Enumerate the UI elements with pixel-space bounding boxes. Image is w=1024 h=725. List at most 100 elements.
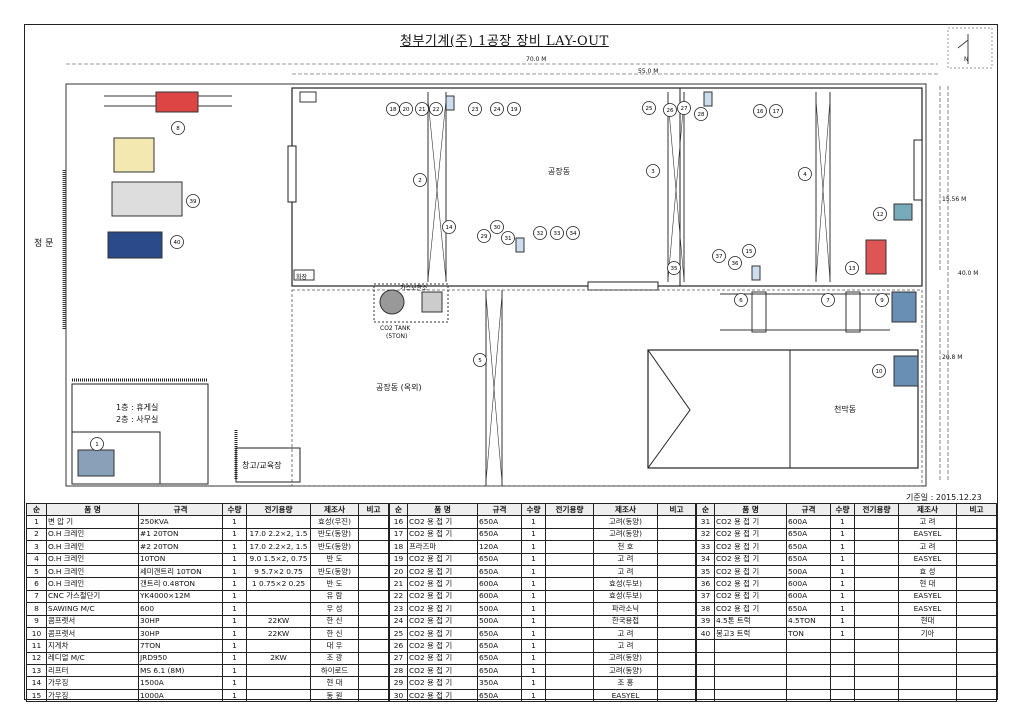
table-cell: 1: [222, 651, 247, 666]
svg-text:30: 30: [494, 225, 501, 231]
dim-total-label: 70.0 M: [526, 56, 547, 63]
table-cell: [854, 577, 899, 591]
table-cell: [358, 577, 389, 591]
table-cell: 1: [222, 664, 247, 678]
svg-text:21: 21: [419, 107, 426, 113]
table-cell: [358, 540, 389, 554]
table-cell: 1: [26, 515, 47, 529]
table-cell: 현대: [898, 614, 957, 628]
table-cell: [246, 676, 311, 690]
table-cell: 반도(동양): [310, 540, 359, 554]
table-cell: 650A: [477, 527, 522, 542]
table-cell: 1: [521, 577, 546, 591]
table-cell: 29: [389, 676, 408, 690]
equipment-marker: 23: [468, 102, 482, 116]
table-cell: O.H 크레인: [46, 577, 139, 591]
equipment-marker: 12: [873, 207, 887, 221]
equipment-marker: 36: [728, 256, 742, 270]
base-date: 기준일 : 2015.12.23: [906, 493, 982, 502]
table-cell: 1: [222, 688, 247, 703]
table-cell: 1: [830, 552, 855, 566]
table-cell: 650A: [477, 626, 522, 641]
table-cell: [956, 676, 997, 690]
svg-text:1: 1: [95, 442, 99, 448]
table-cell: CO2 용 접 기: [407, 626, 478, 641]
table-cell: 1: [830, 527, 855, 542]
table-cell: 12: [26, 651, 47, 666]
table-cell: 32: [696, 527, 715, 542]
table-cell: 1 0.75×2 0.25: [246, 577, 311, 591]
table-cell: [545, 639, 594, 653]
table-cell: [657, 552, 696, 566]
table-cell: 기아: [898, 626, 957, 641]
table-cell: 10: [26, 626, 47, 641]
table-cell: 반 도: [310, 552, 359, 566]
table-cell: 콤프렛서: [46, 614, 139, 628]
table-cell: 650A: [786, 540, 831, 554]
table-cell: 1: [521, 515, 546, 529]
table-cell: O.H 크레인: [46, 540, 139, 554]
equipment-marker: 21: [415, 102, 429, 116]
table-cell: 고려(동양): [593, 515, 658, 529]
table-cell: 33: [696, 540, 715, 554]
table-row: [696, 676, 997, 690]
table-cell: CO2 용 접 기: [407, 564, 478, 579]
table-cell: 1: [521, 626, 546, 641]
table-cell: [657, 614, 696, 628]
equipment-marker: 10: [872, 364, 886, 378]
table-cell: 1: [222, 552, 247, 566]
table-cell: 반 도: [310, 577, 359, 591]
outdoor-area: [291, 289, 923, 487]
table-cell: [956, 589, 997, 604]
table-row: [696, 688, 997, 703]
equipment-marker: 9: [875, 293, 889, 307]
svg-text:7: 7: [826, 298, 830, 304]
svg-text:4: 4: [803, 172, 807, 178]
equipment-marker: 39: [186, 194, 200, 208]
table-cell: [545, 626, 594, 641]
table-cell: [545, 602, 594, 616]
table-cell: 세미갠트리 10TON: [138, 564, 223, 579]
co2-tank-cap-label: (5TON): [386, 333, 408, 340]
table-cell: CO2 용 접 기: [714, 552, 787, 566]
table-row: [696, 664, 997, 678]
svg-text:13: 13: [849, 266, 856, 272]
equipment-marker: 5: [473, 353, 487, 367]
equipment-marker: 28: [694, 107, 708, 121]
compass-label: N: [964, 56, 969, 63]
table-cell: 14: [26, 676, 47, 690]
table-cell: 250KVA: [138, 515, 223, 529]
table-cell: 효 성: [898, 564, 957, 579]
equipment-marker: 15: [742, 244, 756, 258]
table-cell: TON: [786, 626, 831, 641]
site-boundary: [65, 83, 927, 487]
table-cell: [854, 614, 899, 628]
svg-text:15: 15: [746, 249, 753, 255]
table-cell: 11: [26, 639, 47, 653]
table-cell: [956, 515, 997, 529]
table-cell: 4: [26, 552, 47, 566]
svg-text:34: 34: [570, 231, 577, 237]
table-cell: [358, 651, 389, 666]
svg-text:2: 2: [418, 178, 422, 184]
table-cell: 1: [830, 589, 855, 604]
table-cell: [956, 651, 997, 666]
equipment-marker: 33: [550, 226, 564, 240]
table-cell: 1: [222, 577, 247, 591]
co2-tank-label: CO2 TANK: [380, 325, 411, 332]
table-cell: 1: [521, 614, 546, 628]
table-cell: 1: [222, 515, 247, 529]
table-cell: 고려(동양): [593, 651, 658, 666]
